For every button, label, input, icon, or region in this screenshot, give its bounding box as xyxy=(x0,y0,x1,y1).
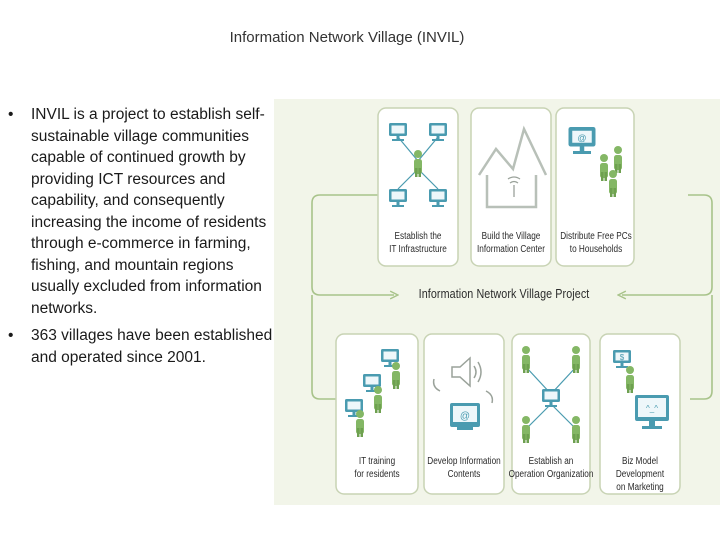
loop-lines xyxy=(311,194,713,400)
bullet-marker: • xyxy=(8,327,14,344)
at-icon: @ xyxy=(460,411,470,422)
caption-line: Operation Organization xyxy=(508,469,594,480)
caption-line: Establish the xyxy=(394,231,442,242)
caption-operation-org: Establish an Operation Organization xyxy=(508,455,595,481)
box-village-center xyxy=(470,107,552,267)
box-free-pcs: @ xyxy=(555,107,635,267)
house-icon xyxy=(477,125,548,209)
bullet-text: INVIL is a project to establish self-sus… xyxy=(31,106,267,317)
speaker-icon xyxy=(432,356,494,404)
caption-free-pcs: Distribute Free PCs to Households xyxy=(558,230,633,256)
diagram-graphics: @ @ xyxy=(311,107,713,495)
caption-line: for residents xyxy=(354,469,400,480)
caption-line: Distribute Free PCs xyxy=(560,231,632,242)
invil-diagram: @ @ xyxy=(274,99,720,505)
bullet-item: • INVIL is a project to establish self-s… xyxy=(8,104,276,319)
caption-line: Biz Model Development xyxy=(615,456,665,480)
caption-line: Information Center xyxy=(477,244,545,255)
caption-village-center: Build the Village Information Center xyxy=(472,230,551,256)
box-operation-org xyxy=(511,333,591,495)
svg-text:^_^: ^_^ xyxy=(646,404,658,413)
diagram-title: Information Network Village Project xyxy=(418,287,590,301)
caption-biz-model: Biz Model Development on Marketing xyxy=(597,455,682,494)
caption-it-training: IT training for residents xyxy=(338,455,417,481)
box-biz-model: $ ^_^ xyxy=(599,333,681,495)
caption-line: IT training xyxy=(358,456,396,467)
box-it-infrastructure xyxy=(377,107,459,267)
caption-line: Build the Village xyxy=(481,231,541,242)
caption-line: to Households xyxy=(569,244,623,255)
caption-line: Develop Information xyxy=(427,456,501,467)
caption-line: Contents xyxy=(447,469,481,480)
caption-line: Establish an xyxy=(528,456,574,467)
caption-it-infrastructure: Establish the IT Infrastructure xyxy=(380,230,455,256)
wifi-icon xyxy=(507,176,521,197)
dollar-icon: $ xyxy=(620,353,625,362)
bullet-marker: • xyxy=(8,106,14,123)
box-it-training xyxy=(335,333,419,495)
monitor-icon: ^_^ xyxy=(635,395,669,429)
bullet-list: • INVIL is a project to establish self-s… xyxy=(8,104,276,374)
caption-info-contents: Develop Information Contents xyxy=(423,455,505,481)
bullet-text: 363 villages have been established and o… xyxy=(31,327,273,366)
caption-line: on Marketing xyxy=(616,482,664,493)
caption-line: IT Infrastructure xyxy=(389,244,447,255)
bullet-item: • 363 villages have been established and… xyxy=(8,325,276,368)
slide-title: Information Network Village (INVIL) xyxy=(229,29,465,46)
at-icon: @ xyxy=(577,133,586,143)
box-info-contents: @ xyxy=(423,333,505,495)
